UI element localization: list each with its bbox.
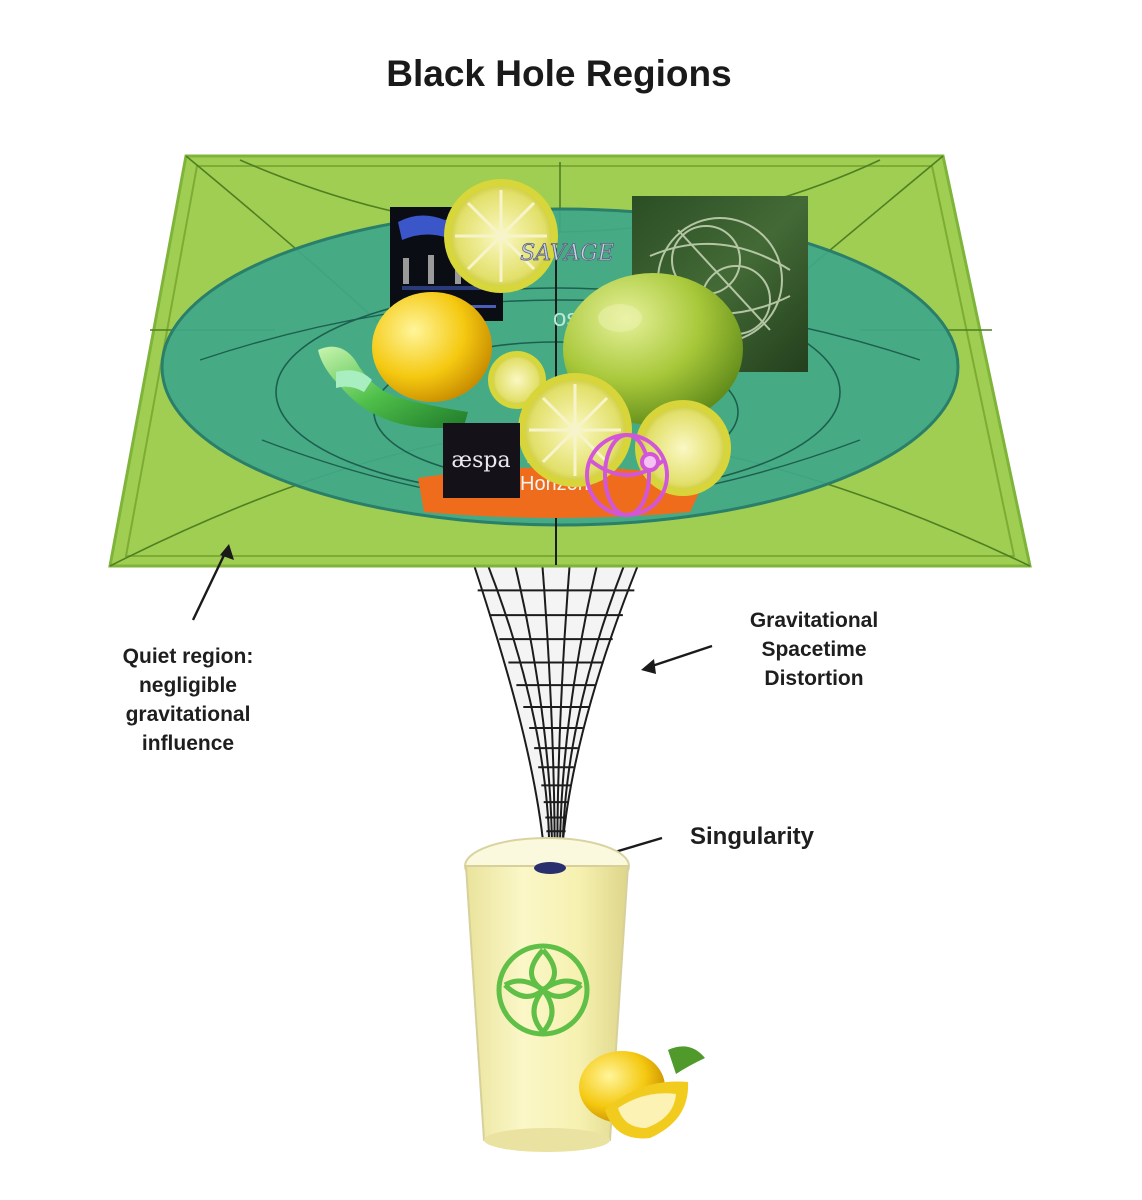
funnel-grid-meridian	[556, 564, 571, 847]
arrow-quiet-region	[191, 544, 234, 621]
lemon-whole	[372, 292, 492, 402]
funnel-grid-meridian	[486, 564, 551, 848]
aespa-logo: æspa	[451, 448, 510, 473]
distortion-line: Gravitational	[749, 609, 879, 632]
svg-text:SAVAGE: SAVAGE	[520, 241, 614, 266]
spacetime-distortion-label: Gravitational Spacetime Distortion	[722, 606, 906, 693]
distortion-line: Distortion	[764, 667, 864, 690]
singularity-label: Singularity	[689, 823, 815, 850]
funnel-grid-meridian	[561, 564, 626, 848]
chrome-flower-emblem	[496, 943, 590, 1037]
distortion-line: Spacetime	[761, 638, 867, 661]
funnel-grid-meridian	[559, 564, 598, 847]
silver-savage-logo: SAVAGE	[520, 241, 615, 267]
quiet-region-line: Quiet region:	[122, 645, 254, 668]
pink-chrome-emblem	[585, 433, 669, 517]
funnel-grid-meridian	[541, 564, 556, 847]
lemon-slice-top	[444, 179, 558, 293]
funnel-grid-meridian	[514, 564, 553, 847]
quiet-region-line: gravitational	[125, 703, 251, 726]
quiet-region-line: negligible	[138, 674, 237, 697]
quiet-region-line: influence	[141, 732, 235, 755]
arrow-distortion	[641, 644, 713, 674]
diagram-title: Black Hole Regions	[386, 53, 732, 94]
lemon-slice-left-lower	[518, 373, 632, 487]
lemon-slice-right-lower	[635, 400, 731, 496]
aespa-album-cover: æspa	[443, 423, 520, 498]
spacetime-funnel	[472, 564, 640, 851]
green-chrome-logo	[318, 346, 468, 428]
lemon-wedges	[579, 1046, 705, 1139]
quiet-region-label: Quiet region: negligible gravitational i…	[90, 642, 286, 758]
